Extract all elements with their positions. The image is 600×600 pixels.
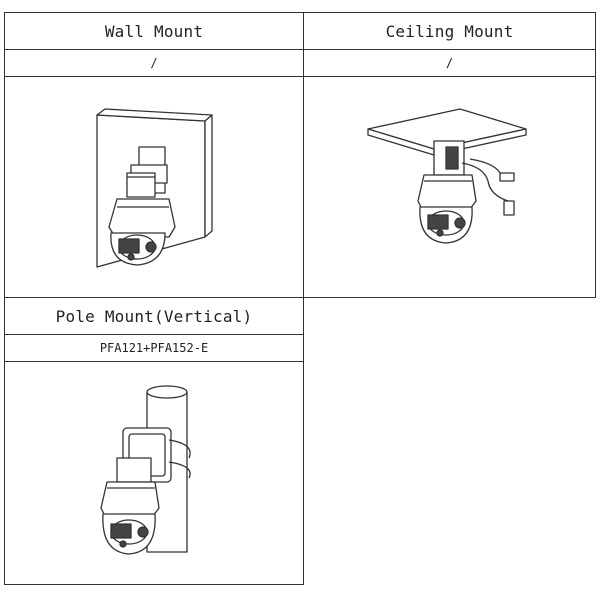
pole-mount-title: Pole Mount(Vertical): [55, 306, 253, 326]
wall-mount-title-cell: Wall Mount: [4, 12, 304, 50]
ceiling-mount-model-cell: /: [303, 49, 596, 77]
wall-camera-lens: [118, 238, 140, 254]
ceiling-mount-illustration: [367, 108, 527, 244]
pole-mount-image-cell: [4, 361, 304, 585]
pole-mount-title-cell: Pole Mount(Vertical): [4, 297, 304, 335]
ceiling-mount-title: Ceiling Mount: [385, 21, 514, 41]
wall-mount-model-cell: /: [4, 49, 304, 77]
pole-mount-model-cell: PFA121+PFA152-E: [4, 334, 304, 362]
wall-mount-illustration: [96, 108, 213, 268]
ceiling-camera-lens: [427, 214, 449, 230]
ceiling-mount-model: /: [445, 56, 454, 70]
ceiling-mount-image-cell: [303, 76, 596, 298]
pole-mount-illustration: [100, 385, 191, 555]
pole-mount-model: PFA121+PFA152-E: [99, 341, 209, 355]
wall-mount-image-cell: [4, 76, 304, 298]
pole-camera-lens: [110, 523, 132, 539]
wall-mount-title: Wall Mount: [104, 21, 204, 41]
ceiling-mount-title-cell: Ceiling Mount: [303, 12, 596, 50]
wall-mount-model: /: [150, 56, 158, 70]
